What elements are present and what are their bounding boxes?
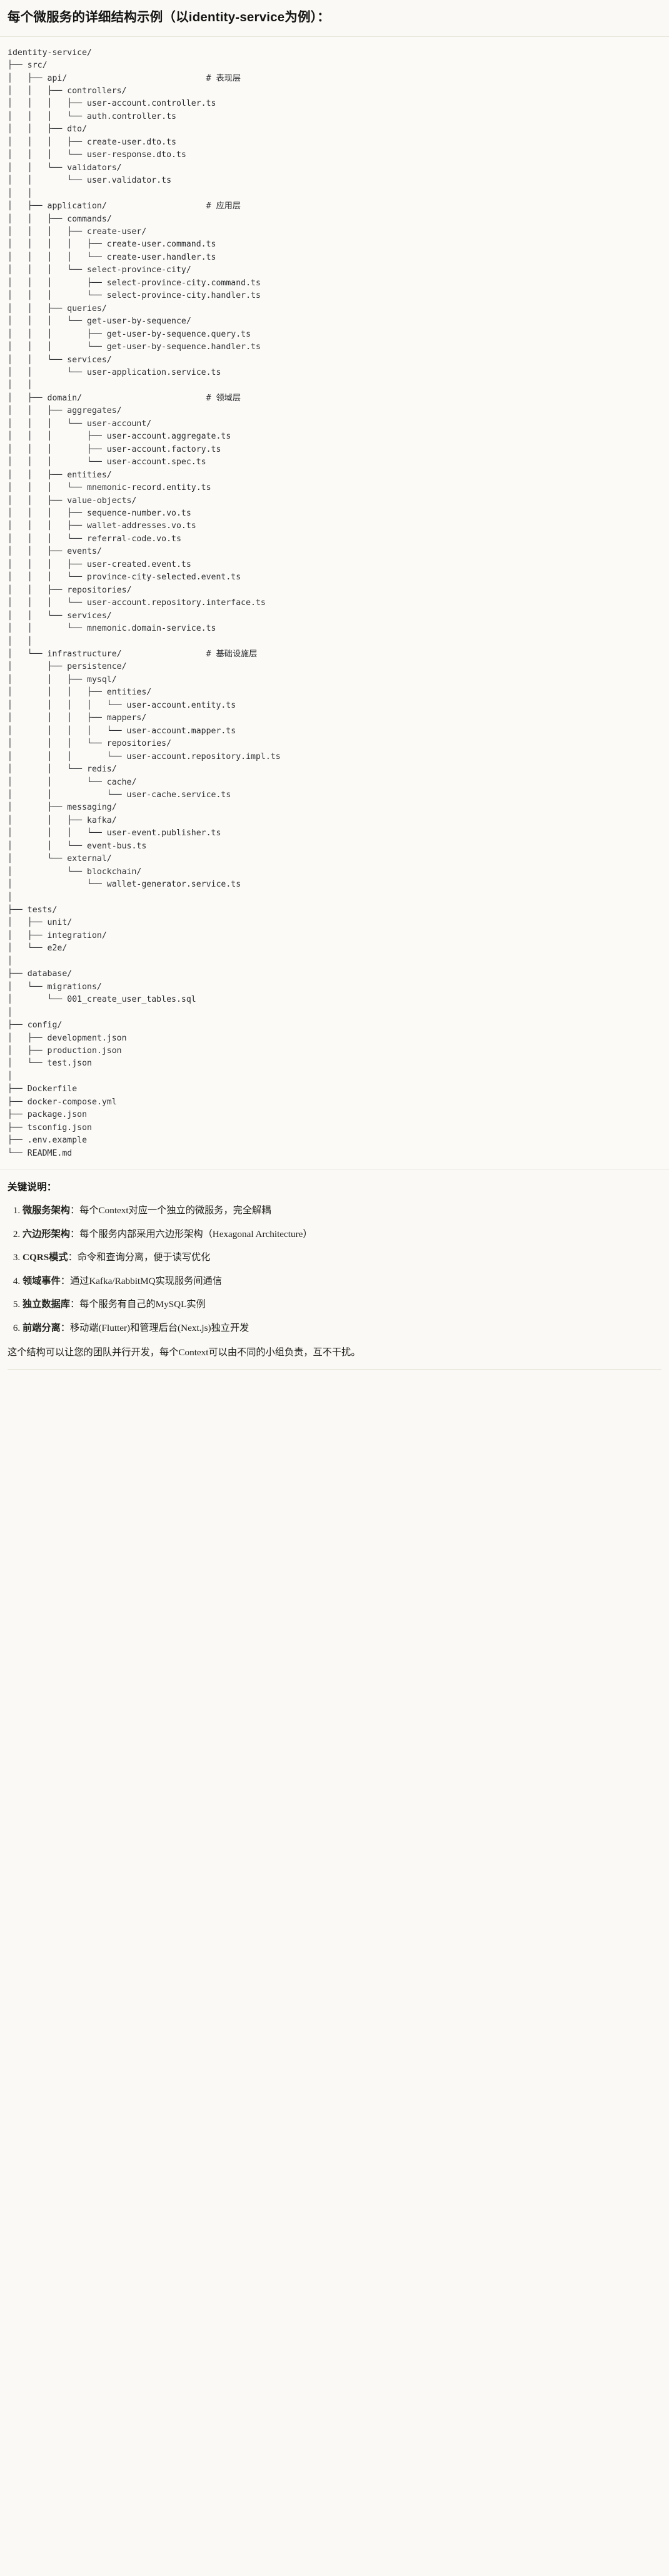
key-note-item: 领域事件：通过Kafka/RabbitMQ实现服务间通信 bbox=[23, 1274, 661, 1289]
key-note-term: 微服务架构 bbox=[23, 1205, 70, 1216]
key-note-item: 微服务架构：每个Context对应一个独立的微服务，完全解耦 bbox=[23, 1203, 661, 1218]
key-note-description: ：命令和查询分离，便于读写优化 bbox=[68, 1252, 211, 1263]
key-note-term: 领域事件 bbox=[23, 1275, 61, 1286]
key-note-description: ：每个Context对应一个独立的微服务，完全解耦 bbox=[69, 1205, 271, 1216]
key-notes-section: 关键说明： 微服务架构：每个Context对应一个独立的微服务，完全解耦六边形架… bbox=[0, 1169, 669, 1377]
key-note-item: 独立数据库：每个服务有自己的MySQL实例 bbox=[23, 1297, 661, 1312]
key-note-description: ：通过Kafka/RabbitMQ实现服务间通信 bbox=[60, 1275, 222, 1286]
key-note-term: CQRS模式 bbox=[23, 1252, 68, 1263]
tree-comment: # 基础设施层 bbox=[206, 649, 258, 659]
key-note-item: 六边形架构：每个服务内部采用六边形架构（Hexagonal Architectu… bbox=[23, 1227, 661, 1242]
key-notes-heading: 关键说明： bbox=[8, 1182, 57, 1193]
tree-comment: # 应用层 bbox=[206, 201, 241, 211]
key-note-term: 六边形架构 bbox=[23, 1228, 70, 1240]
key-note-description: ：移动端(Flutter)和管理后台(Next.js)独立开发 bbox=[60, 1322, 249, 1333]
key-note-term: 前端分离 bbox=[23, 1322, 61, 1333]
page-title: 每个微服务的详细结构示例（以identity-service为例）： bbox=[8, 10, 330, 24]
directory-tree: identity-service/ ├── src/ │ ├── api/ # … bbox=[8, 48, 281, 1158]
key-note-item: CQRS模式：命令和查询分离，便于读写优化 bbox=[23, 1250, 661, 1265]
closing-paragraph: 这个结构可以让您的团队并行开发，每个Context可以由不同的小组负责，互不干扰… bbox=[8, 1347, 361, 1358]
tree-comment: # 表现层 bbox=[206, 73, 241, 83]
tree-comment: # 领域层 bbox=[206, 393, 241, 403]
key-note-term: 独立数据库 bbox=[23, 1299, 70, 1310]
key-note-item: 前端分离：移动端(Flutter)和管理后台(Next.js)独立开发 bbox=[23, 1321, 661, 1336]
footer-divider bbox=[8, 1369, 661, 1370]
directory-tree-block: identity-service/ ├── src/ │ ├── api/ # … bbox=[0, 36, 669, 1170]
key-note-description: ：每个服务内部采用六边形架构（Hexagonal Architecture） bbox=[69, 1228, 313, 1240]
title-bar: 每个微服务的详细结构示例（以identity-service为例）： bbox=[0, 0, 669, 37]
key-note-description: ：每个服务有自己的MySQL实例 bbox=[69, 1299, 206, 1310]
key-notes-list: 微服务架构：每个Context对应一个独立的微服务，完全解耦六边形架构：每个服务… bbox=[8, 1203, 661, 1335]
document-page: 每个微服务的详细结构示例（以identity-service为例）： ident… bbox=[0, 0, 669, 1376]
